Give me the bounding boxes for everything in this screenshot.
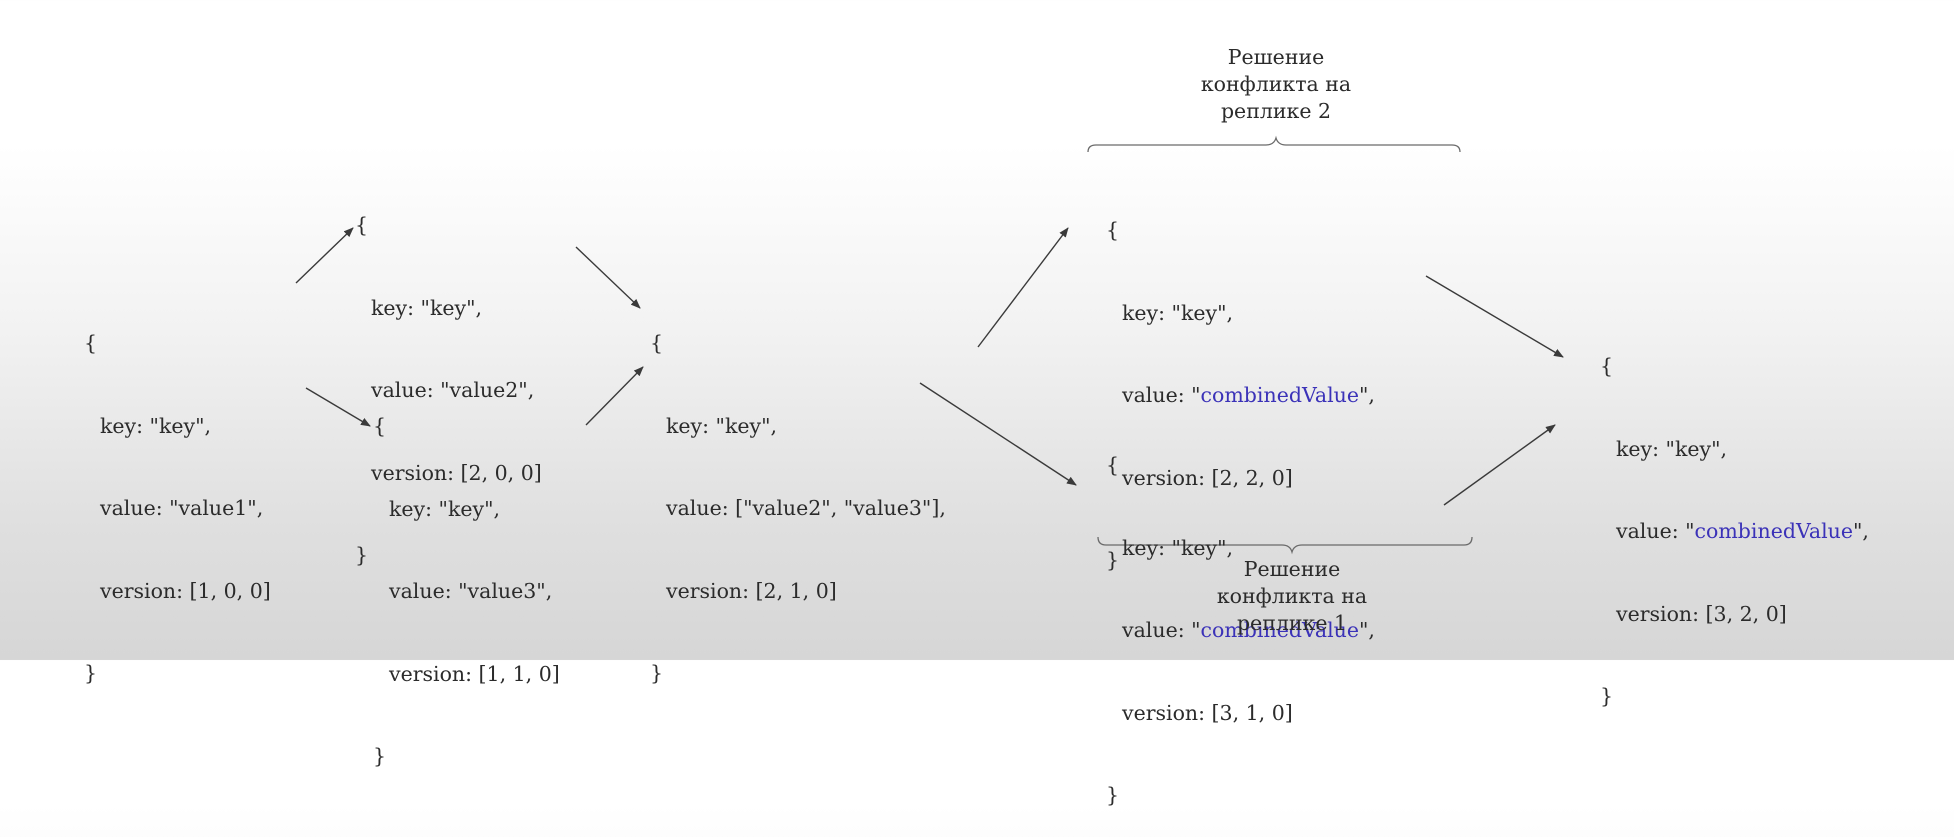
- bracket-replica1: [1097, 536, 1473, 555]
- node-replica2: { key: "key", value: "combinedValue", ve…: [1106, 162, 1375, 602]
- key-line: key: "key",: [1616, 436, 1728, 461]
- caption-line: реплике 1: [1236, 611, 1348, 635]
- caption-replica2: Решение конфликта на реплике 2: [1156, 44, 1396, 125]
- value-suffix: ",: [1358, 618, 1375, 642]
- version-line: version: [2, 2, 0]: [1122, 465, 1293, 490]
- brace-open: {: [650, 331, 664, 355]
- brace-close: }: [650, 661, 664, 685]
- arrow-upper-to-merged: [575, 246, 641, 309]
- value-line: value: ["value2", "value3"],: [666, 496, 946, 520]
- brace-close: }: [1106, 548, 1120, 572]
- node-final: { key: "key", value: "combinedValue", ve…: [1600, 298, 1869, 738]
- value-line: value: "combinedValue",: [1600, 518, 1869, 546]
- diagram-connectors: [295, 135, 1564, 555]
- caption-line: Решение: [1227, 45, 1325, 69]
- version-line: version: [2, 1, 0]: [666, 578, 837, 603]
- value-line: value: "value1",: [100, 496, 264, 520]
- brace-close: }: [1106, 783, 1120, 807]
- arrow-merged-to-replica2: [977, 227, 1069, 348]
- key-line: key: "key",: [666, 413, 778, 438]
- key-line: key: "key",: [100, 413, 212, 438]
- version-line: version: [3, 1, 0]: [1122, 700, 1293, 725]
- bracket-replica2: [1087, 135, 1461, 153]
- arrow-lower-to-merged: [585, 366, 644, 426]
- value-suffix: ",: [1358, 383, 1375, 407]
- node-merged: { key: "key", value: ["value2", "value3"…: [650, 275, 946, 715]
- value-highlight: combinedValue: [1694, 519, 1853, 543]
- value-highlight: combinedValue: [1200, 618, 1359, 642]
- arrow-replica2-to-final: [1425, 275, 1564, 358]
- value-suffix: ",: [1852, 519, 1869, 543]
- node-start: { key: "key", value: "value1", version: …: [84, 275, 271, 715]
- key-line: key: "key",: [371, 295, 483, 320]
- arrow-merged-to-replica1: [919, 382, 1077, 486]
- caption-line: конфликта на: [1216, 584, 1368, 608]
- key-line: key: "key",: [389, 496, 501, 521]
- value-prefix: value: ": [1616, 519, 1695, 543]
- brace-open: {: [355, 213, 369, 237]
- brace-close: }: [84, 661, 98, 685]
- caption-line: конфликта на: [1200, 72, 1352, 96]
- version-line: version: [2, 0, 0]: [371, 460, 542, 485]
- brace-open: {: [1106, 453, 1120, 477]
- arrow-replica1-to-final: [1443, 424, 1556, 506]
- key-line: key: "key",: [1122, 535, 1234, 560]
- version-line: version: [1, 1, 0]: [389, 661, 560, 686]
- brace-open: {: [1106, 218, 1120, 242]
- value-line: value: "value2",: [371, 378, 535, 402]
- arrow-start-to-upper: [295, 227, 354, 284]
- version-line: version: [1, 0, 0]: [100, 578, 271, 603]
- caption-line: реплике 2: [1220, 99, 1332, 123]
- version-line: version: [3, 2, 0]: [1616, 601, 1787, 626]
- value-prefix: value: ": [1122, 618, 1201, 642]
- value-line: value: "combinedValue",: [1106, 382, 1375, 410]
- value-highlight: combinedValue: [1200, 383, 1359, 407]
- value-prefix: value: ": [1122, 383, 1201, 407]
- brace-close: }: [373, 744, 387, 768]
- brace-close: }: [355, 543, 369, 567]
- node-lower: { key: "key", value: "value3", version: …: [373, 358, 560, 798]
- arrow-start-to-lower: [305, 387, 371, 427]
- brace-open: {: [84, 331, 98, 355]
- node-upper: { key: "key", value: "value2", version: …: [355, 157, 542, 597]
- brace-open: {: [1600, 354, 1614, 378]
- caption-replica1: Решение конфликта на реплике 1: [1172, 556, 1412, 637]
- caption-line: Решение: [1243, 557, 1341, 581]
- brace-close: }: [1600, 684, 1614, 708]
- value-line: value: "combinedValue",: [1106, 617, 1375, 645]
- value-line: value: "value3",: [389, 579, 553, 603]
- key-line: key: "key",: [1122, 300, 1234, 325]
- brace-open: {: [373, 414, 387, 438]
